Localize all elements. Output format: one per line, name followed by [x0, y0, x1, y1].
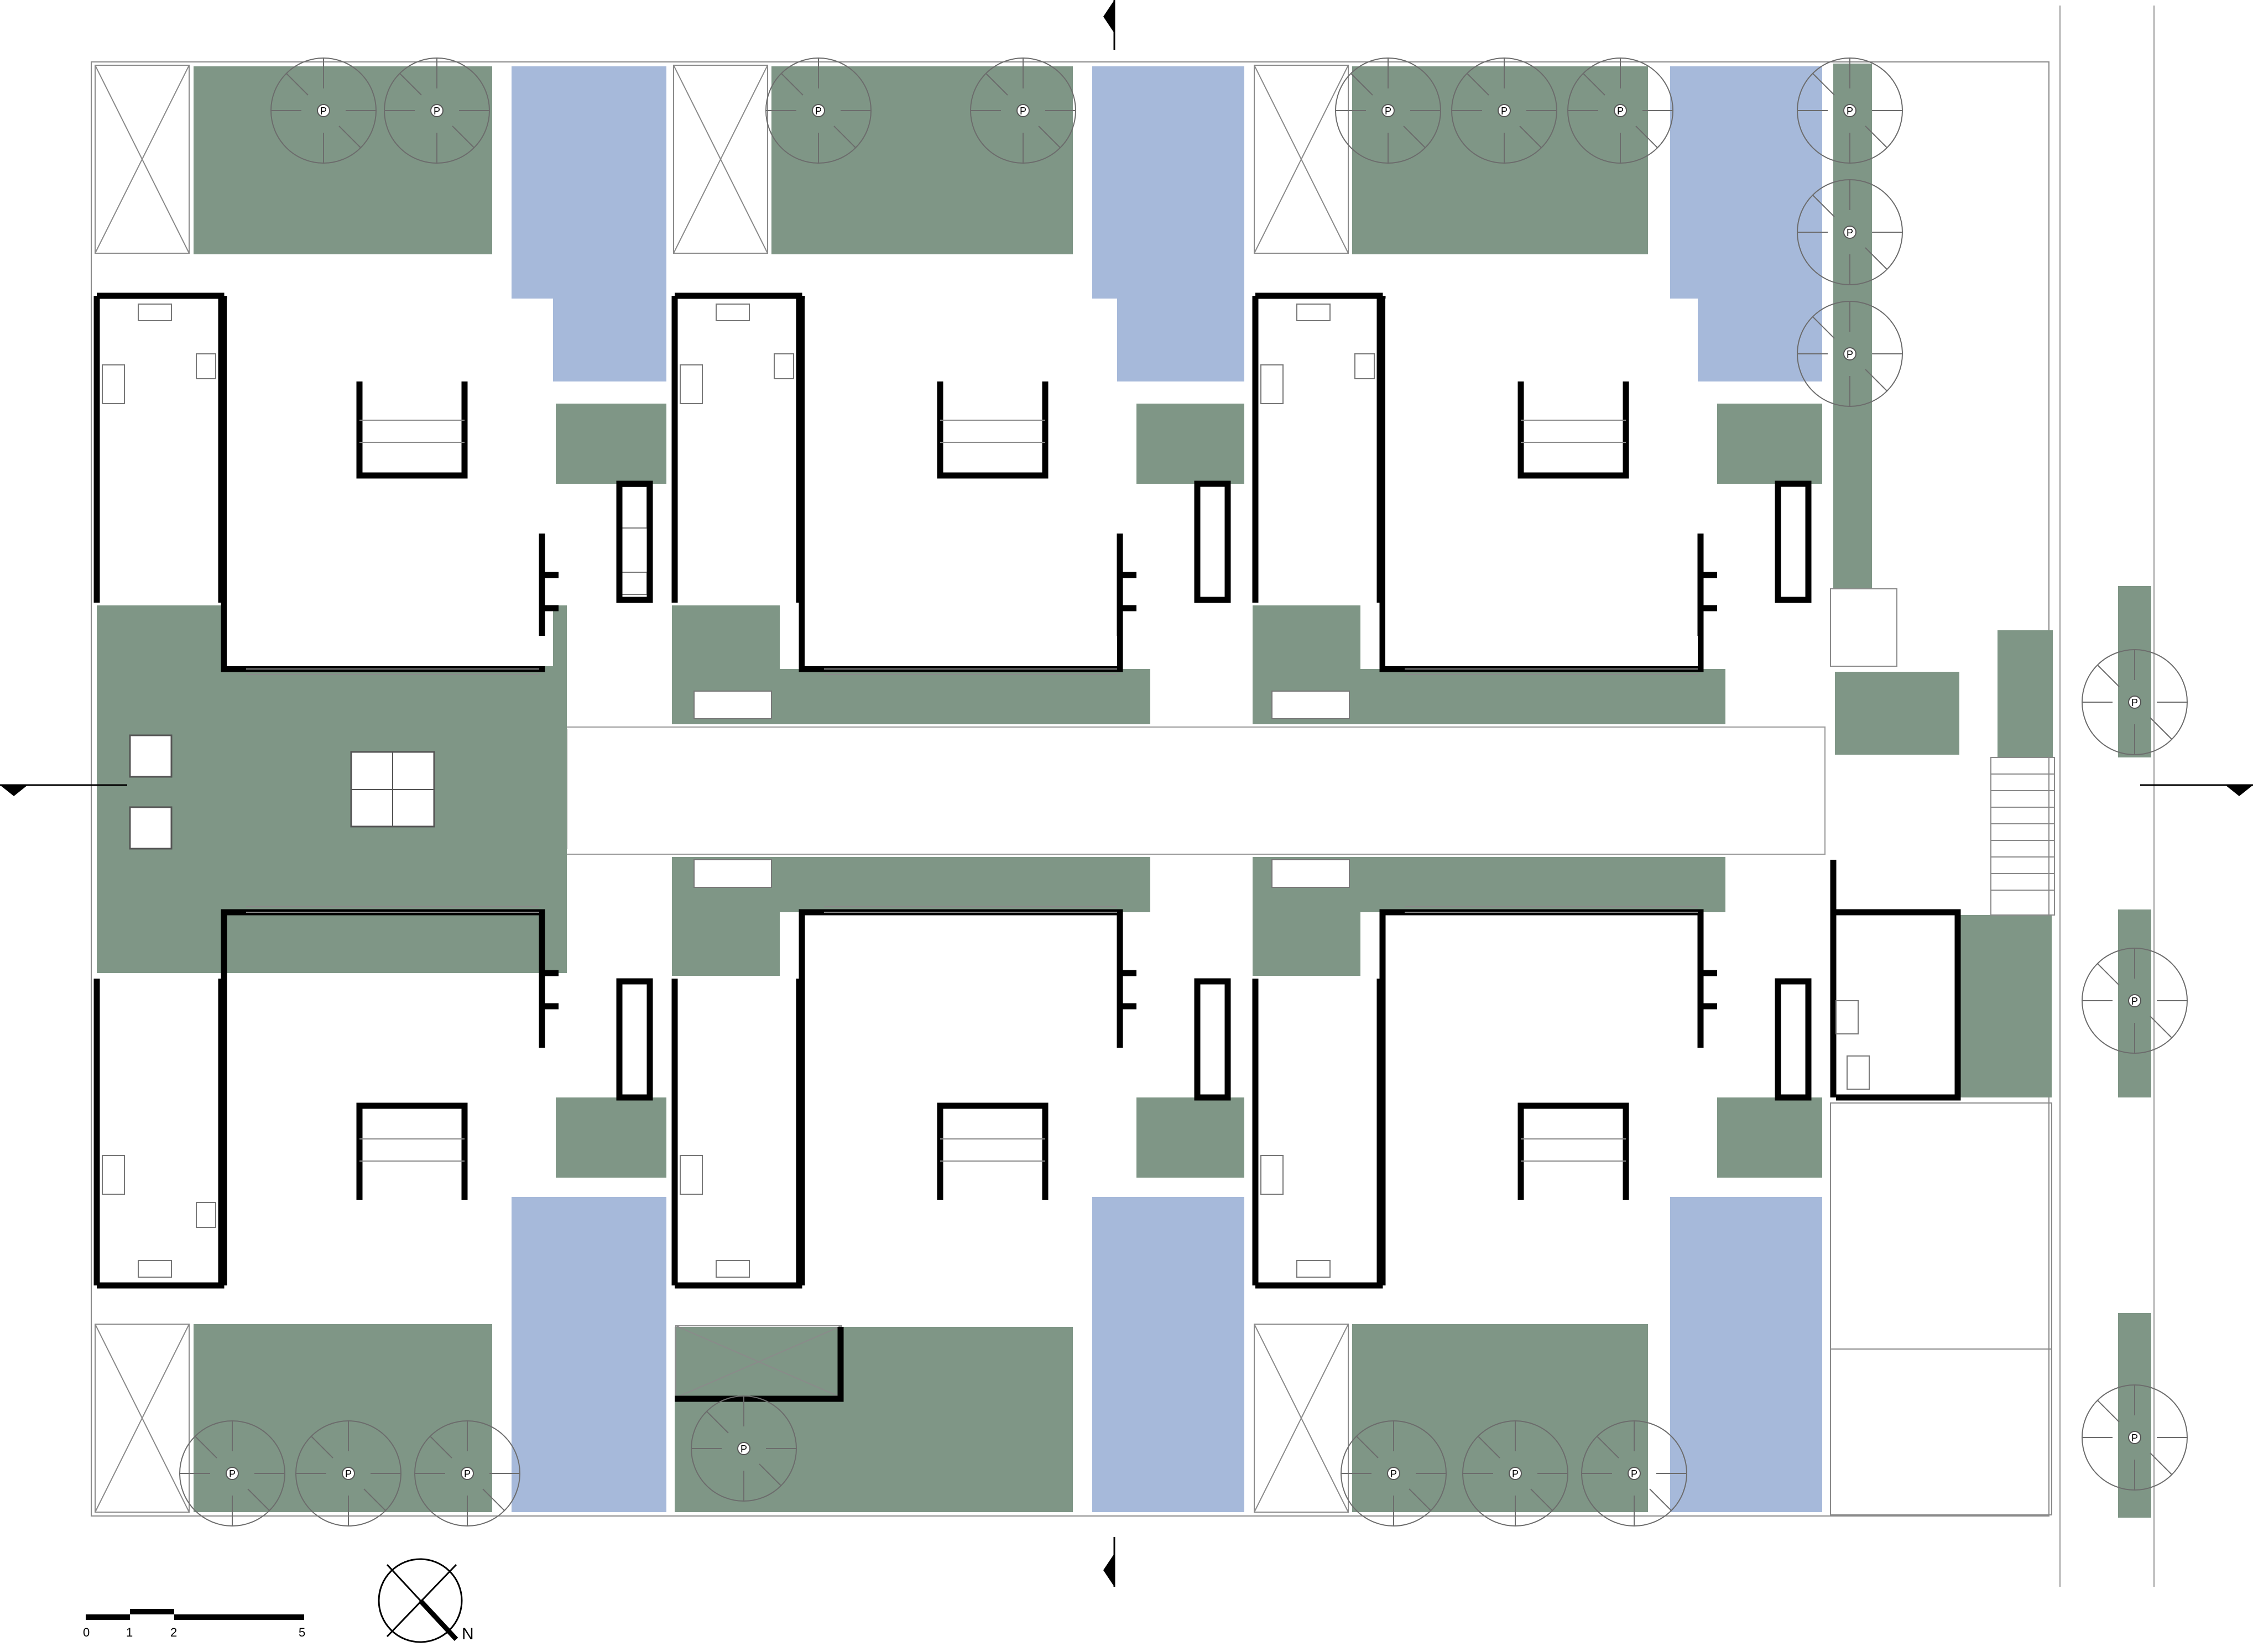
- central-corridor: [547, 726, 1826, 855]
- tree-marker: P: [1020, 106, 1026, 117]
- tree-marker: P: [740, 1444, 747, 1455]
- site-boundary: [91, 61, 2049, 1517]
- plaza-planter-1: [129, 734, 173, 778]
- scale-label-1: 1: [126, 1625, 133, 1639]
- tree-marker: P: [434, 106, 440, 117]
- unit-bottom-3: [1252, 857, 1822, 1513]
- tree-marker: P: [2131, 697, 2138, 708]
- scale-label-5: 5: [299, 1625, 305, 1639]
- tree-marker: P: [815, 106, 822, 117]
- unit-top-1: [93, 65, 666, 675]
- unit-bottom-2: [671, 857, 1244, 1512]
- tree-marker: P: [2131, 996, 2138, 1007]
- tree-marker: P: [464, 1468, 471, 1480]
- tree-marker: P: [1847, 227, 1853, 238]
- section-markers: [0, 0, 2253, 1587]
- plaza-planter-2: [129, 806, 173, 850]
- tree-marker: P: [1847, 106, 1853, 117]
- tree-marker: P: [1847, 349, 1853, 360]
- tree-marker: P: [1512, 1468, 1519, 1480]
- north-label: N: [462, 1625, 474, 1643]
- tree-marker: P: [229, 1468, 236, 1480]
- tree-marker: P: [1385, 106, 1391, 117]
- tree-marker: P: [2131, 1433, 2138, 1444]
- unit-top-3: [1252, 65, 1822, 724]
- east-entrance-zone: [1830, 64, 2055, 1515]
- north-arrow: N: [378, 1558, 474, 1643]
- tree-marker: P: [1390, 1468, 1397, 1480]
- tree-marker: P: [1617, 106, 1624, 117]
- plaza-skylight: [350, 751, 435, 828]
- scale-label-2: 2: [170, 1625, 177, 1639]
- tree-marker: P: [1631, 1468, 1637, 1480]
- tree-marker: P: [320, 106, 327, 117]
- scale-bar: 0 1 2 5: [83, 1609, 305, 1639]
- scale-label-0: 0: [83, 1625, 90, 1639]
- tree-marker: P: [1501, 106, 1508, 117]
- unit-bottom-1: [93, 906, 666, 1513]
- unit-top-2: [671, 65, 1244, 724]
- tree-marker: P: [345, 1468, 352, 1480]
